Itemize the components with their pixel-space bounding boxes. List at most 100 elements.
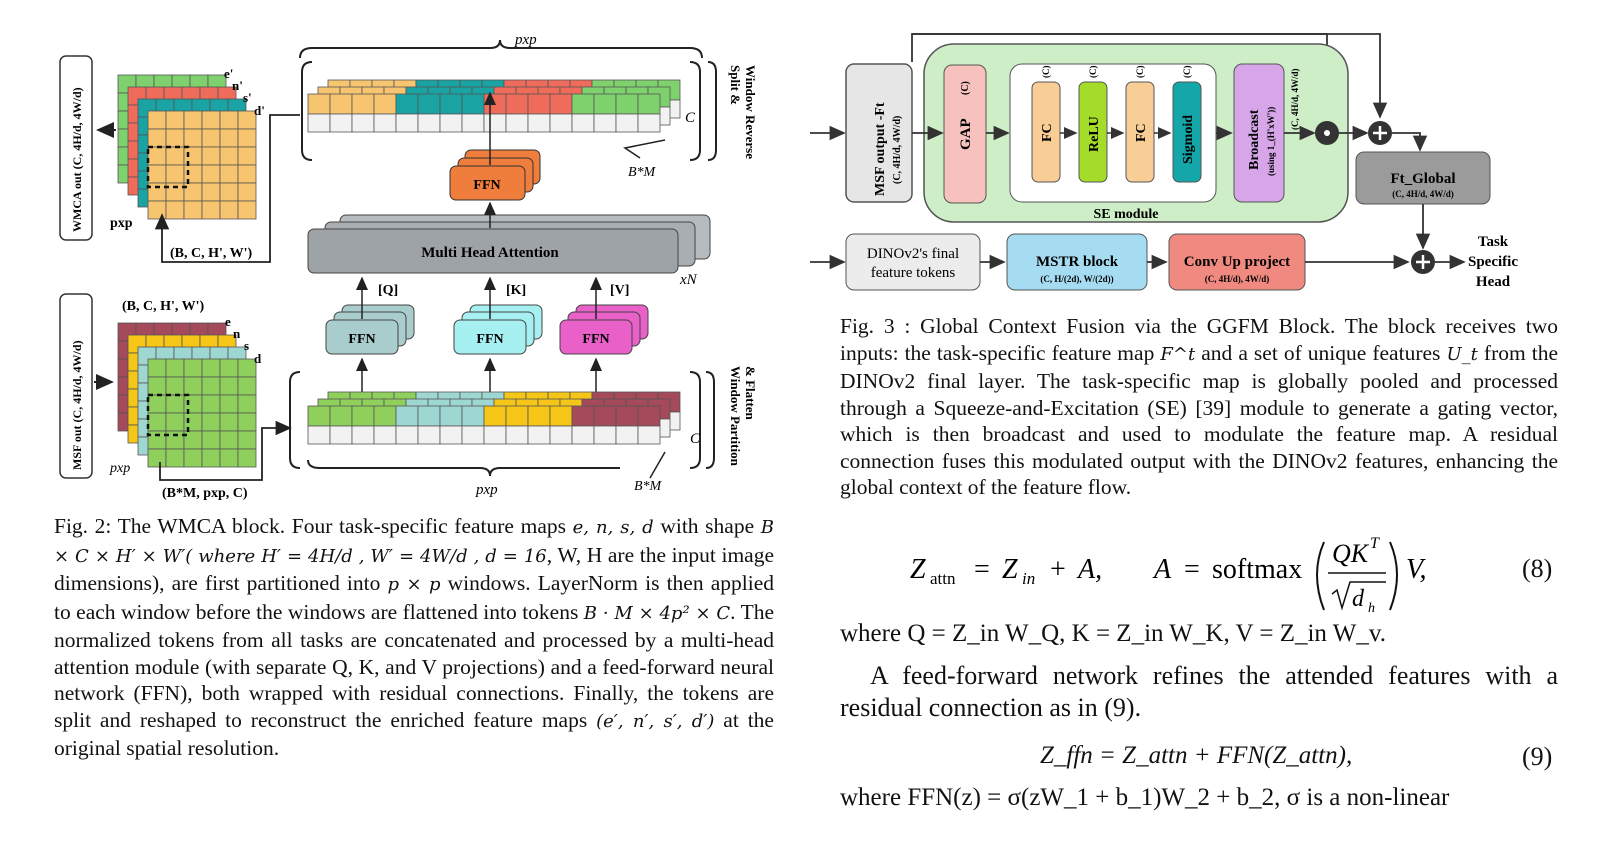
map-cell (183, 358, 203, 378)
token-cell (527, 405, 551, 427)
mstr-label: MSTR block (1036, 254, 1119, 270)
map-cell (183, 376, 203, 396)
fig2-caption: Fig. 2: The WMCA block. Four task-specif… (54, 514, 775, 760)
map-cell (201, 448, 221, 468)
mstr-sub: (C, H/(2d), W/(2d)) (1040, 274, 1113, 284)
task-label-1: Task (1478, 234, 1509, 250)
bchw-top-label: (B, C, H', W') (170, 246, 253, 261)
map-cell (201, 394, 221, 414)
bm-pxp-c-label: (B*M, pxp, C) (162, 486, 248, 501)
svg-text:h: h (1368, 601, 1375, 616)
svg-text:softmax: softmax (1212, 554, 1302, 585)
msf-out-label: MSF out (C, 4H/d, 4W/d) (70, 340, 84, 470)
map-cell (147, 146, 167, 166)
map-cell (237, 448, 257, 468)
token-cell-empty (439, 113, 463, 133)
msf-out-box (59, 293, 93, 479)
map-cell (165, 182, 185, 202)
map-cell (147, 164, 167, 184)
map-cell (237, 376, 257, 396)
svg-text:+: + (1050, 554, 1066, 585)
mha-box (307, 228, 679, 274)
token-cell (483, 405, 507, 427)
map-cell (165, 358, 185, 378)
token-cell-empty (483, 425, 507, 445)
d-label: d (254, 351, 262, 366)
token-cell-empty (527, 425, 551, 445)
map-cell (165, 200, 185, 220)
map-cell (201, 412, 221, 432)
feature-maps-output (117, 74, 257, 220)
svg-text:in: in (1022, 569, 1035, 588)
ffn-k-label: FFN (476, 332, 503, 347)
broadcast-sub: (using 1_(H'xW')) (1266, 107, 1276, 176)
map-cell (219, 182, 239, 202)
map-cell (237, 412, 257, 432)
relu-box (1078, 81, 1108, 183)
conv-sub: (C, 4H/d), 4W/d) (1205, 274, 1270, 284)
map-cell (201, 358, 221, 378)
map-cell (183, 448, 203, 468)
pxp-left-top-label: pxp (110, 216, 133, 231)
token-cell (615, 405, 639, 427)
map-cell (147, 128, 167, 148)
map-cell (201, 164, 221, 184)
relu-sub: (C) (1088, 66, 1098, 79)
svg-text:attn: attn (930, 569, 956, 588)
map-cell (237, 394, 257, 414)
token-cell-empty (505, 425, 529, 445)
split-reverse-label: Split & (728, 65, 743, 105)
v-label: [V] (610, 283, 629, 298)
fc1-label: FC (1040, 123, 1055, 142)
window-partition-label: Window Partition (728, 366, 743, 467)
map-cell (201, 182, 221, 202)
token-cell (637, 405, 661, 427)
map-cell (219, 412, 239, 432)
token-cell (461, 405, 485, 427)
fc1-sub: (C) (1041, 66, 1051, 79)
map-cell (201, 128, 221, 148)
token-cell-empty (505, 113, 529, 133)
token-cell-empty (637, 425, 661, 445)
map-cell (237, 146, 257, 166)
svg-text:Z: Z (910, 554, 926, 585)
feature-maps-input (117, 322, 257, 468)
top-token-strip (307, 79, 681, 133)
map-cell (183, 430, 203, 450)
token-cell (329, 405, 353, 427)
map-cell (165, 164, 185, 184)
token-cell-empty (527, 113, 551, 133)
token-cell-empty (307, 113, 331, 133)
map-cell (219, 164, 239, 184)
svg-text:QK: QK (1332, 539, 1370, 568)
token-cell-empty (593, 425, 617, 445)
token-cell (351, 405, 375, 427)
svg-text:T: T (1370, 535, 1380, 552)
e-prime-label: e' (224, 66, 233, 81)
k-label: [K] (506, 283, 526, 298)
token-cell-empty (395, 113, 419, 133)
c-bottom-label: C (690, 431, 701, 447)
map-cell (183, 110, 203, 130)
map-cell (183, 128, 203, 148)
pxp-left-bottom-label: pxp (109, 461, 130, 476)
token-cell (329, 93, 353, 115)
equation-9: Z_ffn = Z_attn + FFN(Z_attn), (1040, 742, 1353, 769)
bm-top-label: B*M (628, 165, 657, 180)
token-cell (593, 405, 617, 427)
map-cell (183, 146, 203, 166)
token-cell-empty (571, 425, 595, 445)
token-cell (417, 405, 441, 427)
svg-text:A: A (1152, 554, 1172, 585)
bchw-bottom-label: (B, C, H', W') (122, 299, 205, 314)
ft-global-label: Ft_Global (1390, 171, 1455, 187)
mha-label: Multi Head Attention (421, 245, 559, 261)
map-cell (147, 448, 167, 468)
wmca-out-box (59, 55, 93, 241)
split-reverse-label-2: Window Reverse (743, 65, 758, 159)
map-cell (201, 146, 221, 166)
n-prime-label: n' (232, 78, 243, 93)
token-cell (439, 93, 463, 115)
token-cell-empty (351, 113, 375, 133)
map-cell (183, 164, 203, 184)
